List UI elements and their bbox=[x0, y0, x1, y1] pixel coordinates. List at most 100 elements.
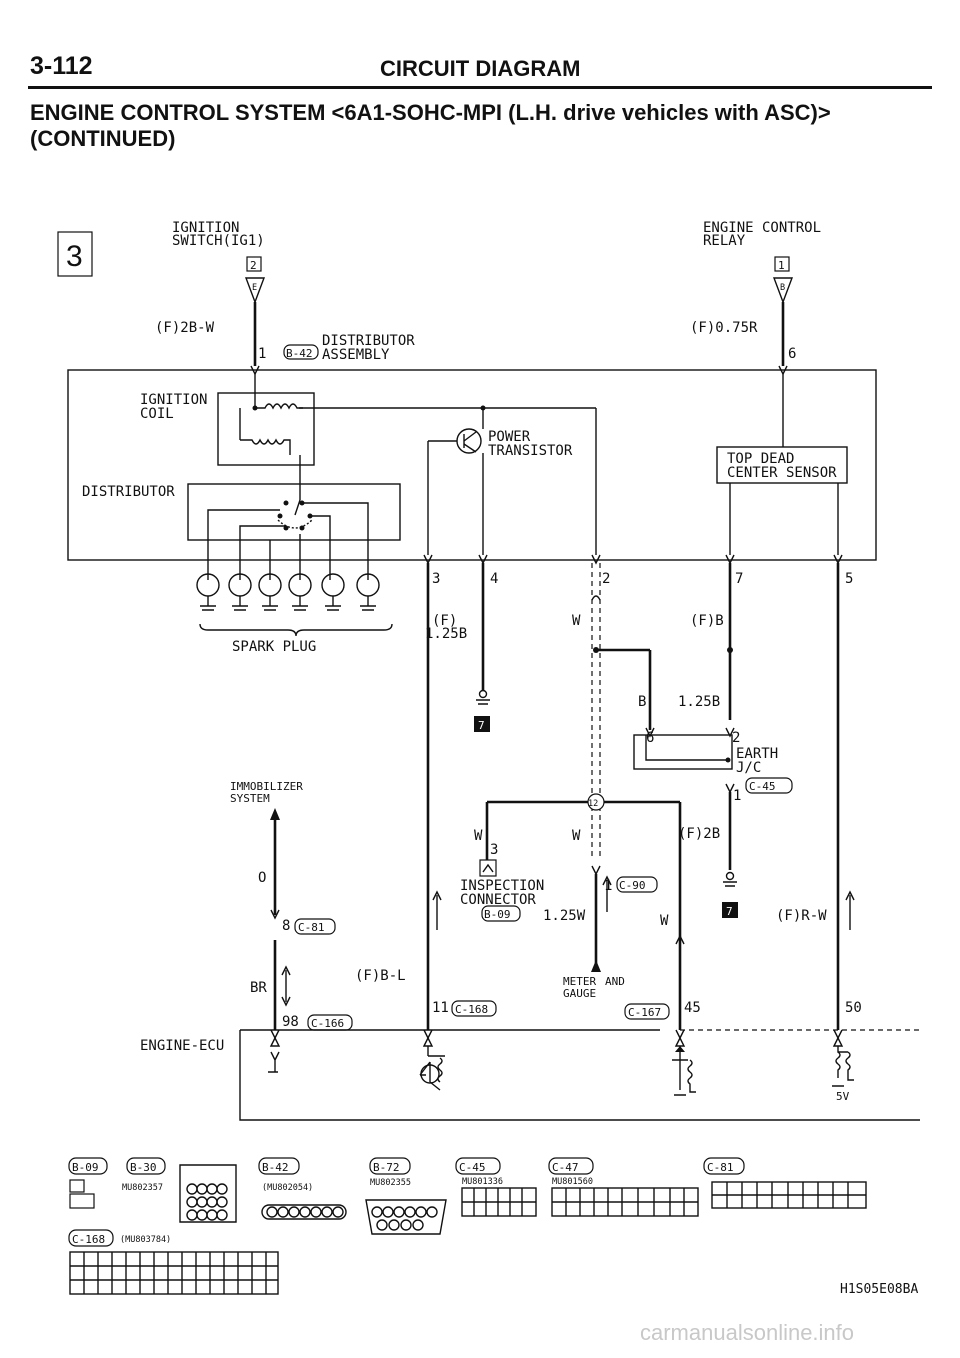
diagram-text-label: W bbox=[660, 913, 669, 929]
diagram-text-label: 1 bbox=[258, 346, 266, 362]
diagram-text-label: C-81 bbox=[298, 921, 325, 934]
diagram-text-label: B bbox=[780, 283, 785, 293]
distributor-label: DISTRIBUTOR bbox=[82, 484, 175, 500]
diagram-text-label: 5 bbox=[845, 571, 853, 587]
ground-ref-7-box bbox=[474, 716, 490, 732]
diagram-text-label: B-09 bbox=[484, 908, 511, 921]
diagram-text-label: C-45 bbox=[749, 780, 776, 793]
diagram-text-label: B-42 bbox=[286, 347, 313, 360]
diagram-text-label: C-81 bbox=[707, 1161, 734, 1174]
meter-gauge-label: METER bbox=[563, 975, 596, 988]
engine-ecu-label: ENGINE-ECU bbox=[140, 1038, 224, 1054]
immobilizer-label: IMMOBILIZER bbox=[230, 780, 303, 793]
diagram-text-label: CONNECTOR bbox=[460, 892, 536, 908]
diagram-text-label: TRANSISTOR bbox=[488, 443, 573, 459]
diagram-text-label: C-45 bbox=[459, 1161, 486, 1174]
diagram-text-label: 1 bbox=[733, 788, 741, 804]
junction-12 bbox=[587, 793, 605, 811]
diagram-text-label: E bbox=[252, 283, 257, 293]
diagram-text-label: (F) bbox=[432, 613, 457, 629]
diagram-text-label: W bbox=[572, 828, 581, 844]
diagram-text-label: COIL bbox=[140, 406, 174, 422]
diagram-text-label: C-166 bbox=[311, 1017, 344, 1030]
diagram-text-label: MU802357 bbox=[122, 1183, 163, 1193]
diagram-text-label: 11 bbox=[432, 1000, 449, 1016]
power-transistor-icon bbox=[456, 428, 482, 454]
diagram-text-label: C-168 bbox=[455, 1003, 488, 1016]
header-rule bbox=[28, 86, 932, 89]
diagram-text-label: (F)R-W bbox=[776, 908, 827, 924]
diagram-text-label: AND bbox=[605, 975, 625, 988]
diagram-text-label: 3 bbox=[66, 240, 83, 273]
earth-jc-box bbox=[633, 734, 733, 770]
ecu-internals-icon bbox=[268, 1036, 854, 1096]
diagram-text-label: 7 bbox=[726, 905, 733, 918]
earth-jc-label: EARTH bbox=[736, 746, 778, 762]
diagram-text-label: 2 bbox=[602, 571, 610, 587]
diagram-text-label: B-30 bbox=[130, 1161, 157, 1174]
diagram-text-label: 45 bbox=[684, 1000, 701, 1016]
diagram-text-label: 50 bbox=[845, 1000, 862, 1016]
diagram-text-label: 98 bbox=[282, 1014, 299, 1030]
diagram-text-label: (F)2B bbox=[678, 826, 720, 842]
diagram-text-label: MU802355 bbox=[370, 1178, 411, 1188]
diagram-text-label: W bbox=[474, 828, 483, 844]
diagram-text-label: 4 bbox=[490, 571, 498, 587]
ignition-switch-label: IGNITION bbox=[172, 220, 239, 236]
diagram-text-label: 1.25W bbox=[543, 908, 586, 924]
watermark: carmanualsonline.info bbox=[640, 1320, 855, 1345]
diagram-text-label: C-168 bbox=[72, 1233, 105, 1246]
diagram-text-label: GAUGE bbox=[563, 987, 596, 1000]
power-transistor-label: POWER bbox=[488, 429, 531, 445]
diagram-title-continued: (CONTINUED) bbox=[30, 126, 176, 151]
diagram-text-label: C-90 bbox=[619, 879, 646, 892]
diagram-text-label: J/C bbox=[736, 760, 761, 776]
ignition-switch-label-2: SWITCH(IG1) bbox=[172, 233, 265, 249]
diagram-text-label: O bbox=[258, 870, 266, 886]
ignition-coil-label: IGNITION bbox=[140, 392, 207, 408]
diagram-text-label: 3 bbox=[432, 571, 440, 587]
tdc-sensor-box bbox=[716, 446, 848, 484]
diagram-text-label: 1.25B bbox=[425, 626, 467, 642]
engine-relay-label: ENGINE CONTROL bbox=[703, 220, 821, 236]
diagram-text-label: MU801560 bbox=[552, 1177, 593, 1187]
diagram-text-label: RELAY bbox=[703, 233, 746, 249]
spark-plug-label: SPARK PLUG bbox=[232, 639, 316, 655]
b42-connector-tag bbox=[283, 344, 319, 360]
diagram-text-label: SYSTEM bbox=[230, 792, 270, 805]
diagram-text-label: 3 bbox=[490, 842, 498, 858]
diagram-text-label: (MU803784) bbox=[120, 1235, 171, 1245]
figure-reference: H1S05E08BA bbox=[840, 1282, 919, 1297]
diagram-text-label: (F)B bbox=[690, 613, 724, 629]
ignition-wire-label: (F)2B-W bbox=[155, 320, 215, 336]
diagram-text-label: 1.25B bbox=[678, 694, 720, 710]
diagram-text-label: C-167 bbox=[628, 1006, 661, 1019]
diagram-text-label: (MU802054) bbox=[262, 1183, 313, 1193]
page-number: 3-112 bbox=[30, 52, 93, 80]
ignition-switch-ref: 2 bbox=[250, 259, 257, 272]
diagram-text-label: ASSEMBLY bbox=[322, 347, 390, 363]
diagram-text-label: 2 bbox=[732, 730, 740, 746]
diagram-text-label: B-42 bbox=[262, 1161, 289, 1174]
coil-primary-icon bbox=[255, 403, 303, 410]
diagram-text-label: MU801336 bbox=[462, 1177, 503, 1187]
inspection-connector-label: INSPECTION bbox=[460, 878, 544, 894]
ignition-switch-connector-icon bbox=[244, 277, 266, 304]
diagram-text-label: 6 bbox=[646, 730, 654, 746]
diagram-text-label: (F)0.75R bbox=[690, 320, 758, 336]
diagram-text-label: B-09 bbox=[72, 1161, 99, 1174]
tdc-sensor-label: TOP DEAD bbox=[727, 451, 794, 467]
connector-legend: B-09 B-30 MU802357 B-42 (MU802054) B-72 … bbox=[68, 1157, 867, 1295]
section-marker: 3 bbox=[57, 231, 93, 277]
section-title: CIRCUIT DIAGRAM bbox=[380, 56, 581, 81]
diagram-text-label: (F)B-L bbox=[355, 968, 406, 984]
diagram-text-label: BR bbox=[250, 980, 267, 996]
diagram-text-label: 5V bbox=[836, 1090, 850, 1103]
diagram-text-label: 6 bbox=[788, 346, 796, 362]
diagram-title: ENGINE CONTROL SYSTEM <6A1-SOHC-MPI (L.H… bbox=[30, 100, 831, 125]
spark-plug-icons bbox=[196, 573, 393, 637]
diagram-text-label: DISTRIBUTOR bbox=[322, 333, 415, 349]
diagram-text-label: 1 bbox=[604, 878, 612, 894]
engine-relay-connector-icon bbox=[772, 277, 794, 304]
